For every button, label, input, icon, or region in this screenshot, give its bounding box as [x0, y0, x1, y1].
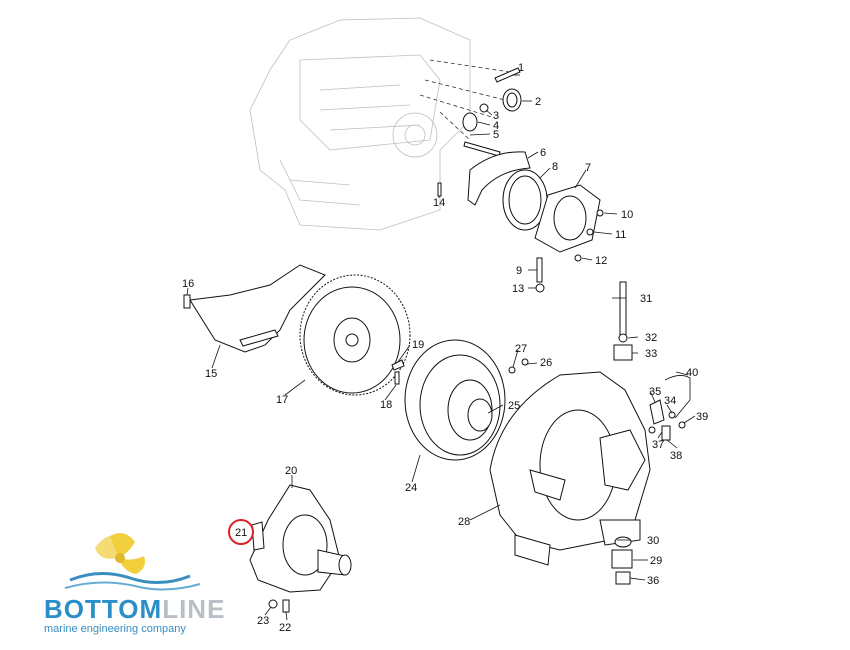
callout-32: 32 [645, 332, 657, 344]
brand-tagline: marine engineering company [44, 623, 186, 635]
mount-hardware [611, 281, 691, 585]
callout-25: 25 [508, 400, 520, 412]
callout-24: 24 [405, 482, 417, 494]
callout-labels: 1 2 3 4 5 6 7 8 9 10 11 12 13 14 15 16 1… [182, 62, 708, 634]
callout-39: 39 [696, 411, 708, 423]
callout-33: 33 [645, 348, 657, 360]
callout-12: 12 [595, 255, 607, 267]
callout-2: 2 [535, 96, 541, 108]
callout-38: 38 [670, 450, 682, 462]
flywheel-shield [183, 264, 326, 353]
callout-7: 7 [585, 162, 591, 174]
callout-14: 14 [433, 197, 445, 209]
callout-15: 15 [205, 368, 217, 380]
callout-27: 27 [515, 343, 527, 355]
callout-9: 9 [516, 265, 522, 277]
callout-6: 6 [540, 147, 546, 159]
callout-26: 26 [540, 357, 552, 369]
callout-1: 1 [518, 62, 524, 74]
callout-35: 35 [649, 386, 661, 398]
callout-8: 8 [552, 161, 558, 173]
propeller-logo-icon [64, 533, 201, 591]
callout-28: 28 [458, 516, 470, 528]
callout-36: 36 [647, 575, 659, 587]
callout-22: 22 [279, 622, 291, 634]
drive-adapter [249, 484, 352, 613]
callout-17: 17 [276, 394, 288, 406]
upper-small-parts [437, 67, 522, 197]
callout-13: 13 [512, 283, 524, 295]
callout-21: 21 [235, 527, 247, 539]
leader-lines [186, 74, 696, 621]
callout-19: 19 [412, 339, 424, 351]
callout-5: 5 [493, 129, 499, 141]
callout-40: 40 [686, 367, 698, 379]
callout-16: 16 [182, 278, 194, 290]
engine-block-outline [249, 17, 511, 231]
callout-18: 18 [380, 399, 392, 411]
coupler-disc [404, 339, 529, 461]
callout-20: 20 [285, 465, 297, 477]
callout-37: 37 [652, 439, 664, 451]
flywheel-housing [489, 371, 651, 566]
flywheel [299, 274, 411, 396]
brand-name: BOTTOMLINE [44, 594, 226, 624]
callout-29: 29 [650, 555, 662, 567]
callout-23: 23 [257, 615, 269, 627]
callout-34: 34 [664, 395, 676, 407]
callout-31: 31 [640, 293, 652, 305]
callout-11: 11 [615, 229, 626, 241]
callout-4: 4 [493, 120, 499, 132]
rear-seal-housing [467, 151, 604, 293]
callout-30: 30 [647, 535, 659, 547]
bottomline-logo: BOTTOMLINE marine engineering company [40, 528, 224, 646]
highlight-ring-21 [228, 519, 254, 545]
callout-3: 3 [493, 110, 499, 122]
callout-10: 10 [621, 209, 633, 221]
